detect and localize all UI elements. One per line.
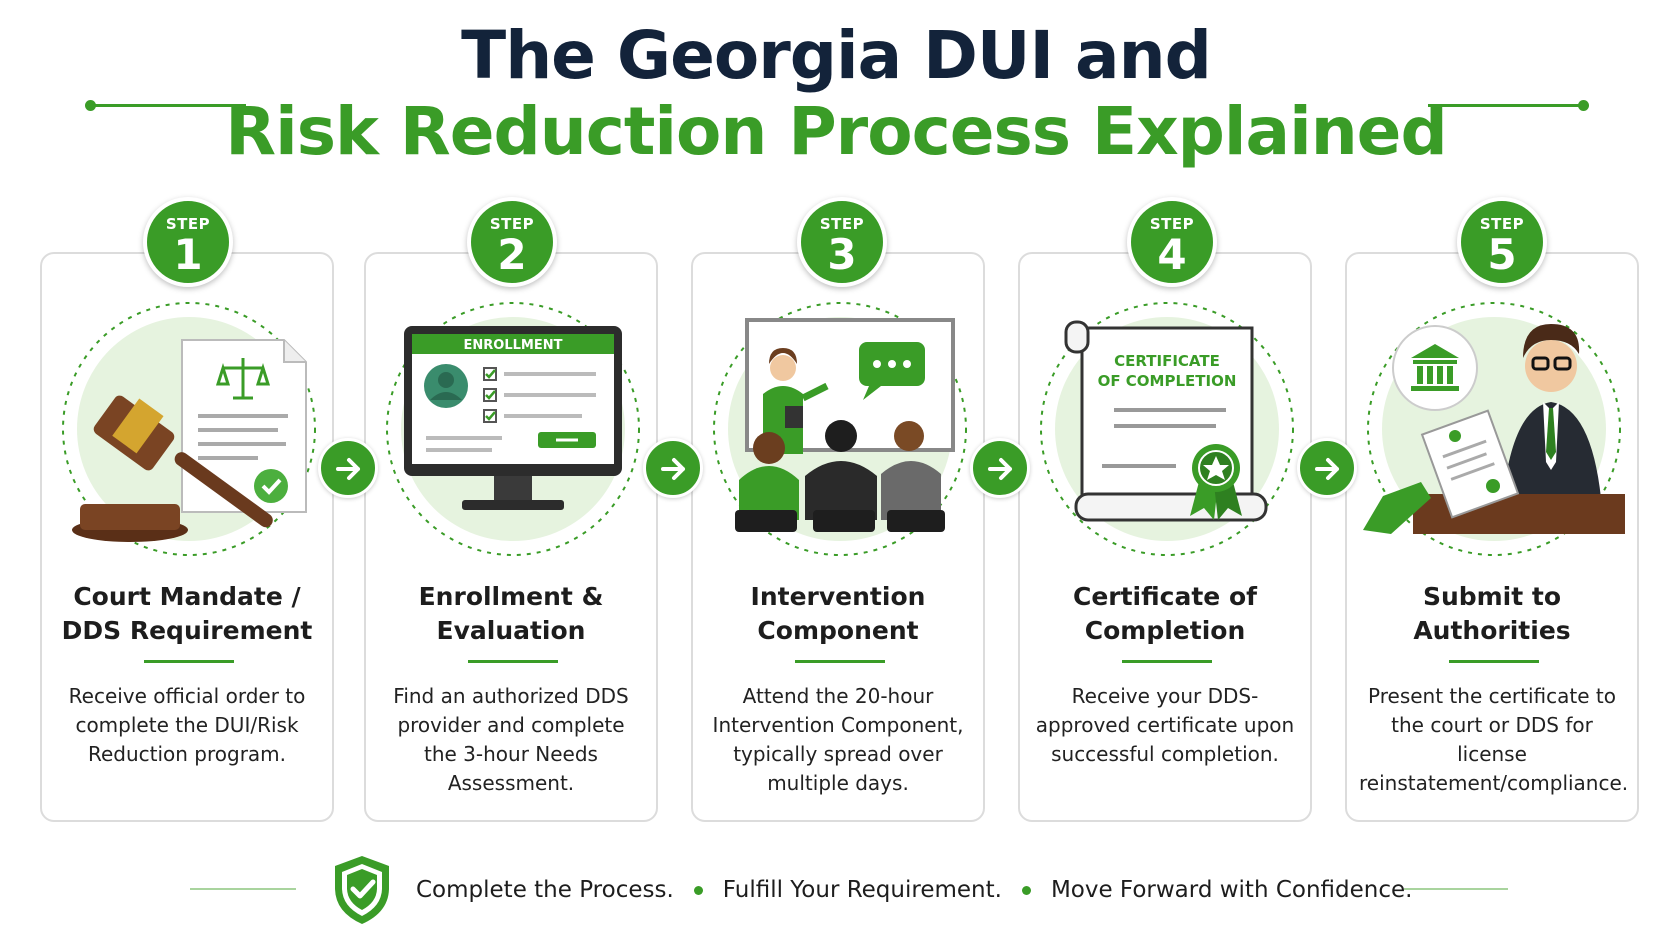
step-number: 3 [827,230,857,279]
page-header: The Georgia DUI and Risk Reduction Proce… [0,18,1672,170]
step-number: 2 [497,230,527,279]
step-title: Enrollment & Evaluation [418,582,604,645]
step-title: Intervention Component [750,582,926,645]
step-label: STEP [489,215,535,233]
certificate-subheading: OF COMPLETION [1098,372,1237,390]
title-decoration-right [1428,100,1589,111]
step-label: STEP [819,215,865,233]
title-decoration-left [85,100,246,111]
footer-item-3: Move Forward with Confidence. [1050,877,1413,903]
step-badge-4: STEP 4 [1127,197,1217,287]
step-description: Find an authorized DDS provider and comp… [393,684,629,795]
step-label: STEP [165,215,211,233]
title-underline [1449,660,1539,663]
page-title-line-2: Risk Reduction Process Explained [225,93,1447,170]
step-card-4: CERTIFICATE OF COMPLETION Certificate of… [1018,252,1312,822]
screen-header-text: ENROLLMENT [464,338,563,353]
step-badge-1: STEP 1 [143,197,233,287]
classroom-icon [713,302,967,556]
step-card-1: Court Mandate / DDS Requirement Receive … [40,252,334,822]
step-description: Present the certificate to the court or … [1359,684,1629,795]
step-number: 4 [1157,230,1187,279]
step-badge-3: STEP 3 [797,197,887,287]
title-underline [468,660,558,663]
shield-check-icon [335,856,389,924]
gavel-document-icon [62,302,316,556]
arrow-right-icon [318,438,378,498]
step-number: 5 [1487,230,1517,279]
step-label: STEP [1479,215,1525,233]
certificate-heading: CERTIFICATE [1114,352,1220,370]
step-description: Receive official order to complete the D… [68,684,306,766]
enrollment-monitor-icon: ENROLLMENT [386,302,640,556]
step-description: Receive your DDS-approved certificate up… [1035,684,1295,766]
footer-tagline: Complete the Process. Fulfill Your Requi… [330,852,1412,928]
step-title: Certificate of Completion [1072,582,1258,645]
footer-bullet [1021,885,1031,895]
footer-bullet [693,885,703,895]
footer-item-1: Complete the Process. [416,877,674,903]
footer-item-2: Fulfill Your Requirement. [722,877,1002,903]
title-underline [795,660,885,663]
arrow-right-icon [643,438,703,498]
step-badge-5: STEP 5 [1457,197,1547,287]
step-title: Submit to Authorities [1413,582,1571,645]
step-number: 1 [173,230,203,279]
footer-line-left [190,888,296,890]
arrow-right-icon [1297,438,1357,498]
step-label: STEP [1149,215,1195,233]
title-underline [1122,660,1212,663]
step-card-3: Intervention Component Attend the 20-hou… [691,252,985,822]
step-title: Court Mandate / DDS Requirement [61,582,313,645]
page-title-line-1: The Georgia DUI and [461,17,1212,94]
official-building-icon [1363,302,1625,556]
footer-line-right [1404,888,1508,890]
arrow-right-icon [970,438,1030,498]
step-card-2: ENROLLMENT Enrollment & Evaluation Find … [364,252,658,822]
certificate-scroll-icon: CERTIFICATE OF COMPLETION [1040,302,1294,556]
step-card-5: Submit to Authorities Present the certif… [1345,252,1639,822]
step-badge-2: STEP 2 [467,197,557,287]
step-description: Attend the 20-hour Intervention Componen… [712,684,964,795]
title-underline [144,660,234,663]
